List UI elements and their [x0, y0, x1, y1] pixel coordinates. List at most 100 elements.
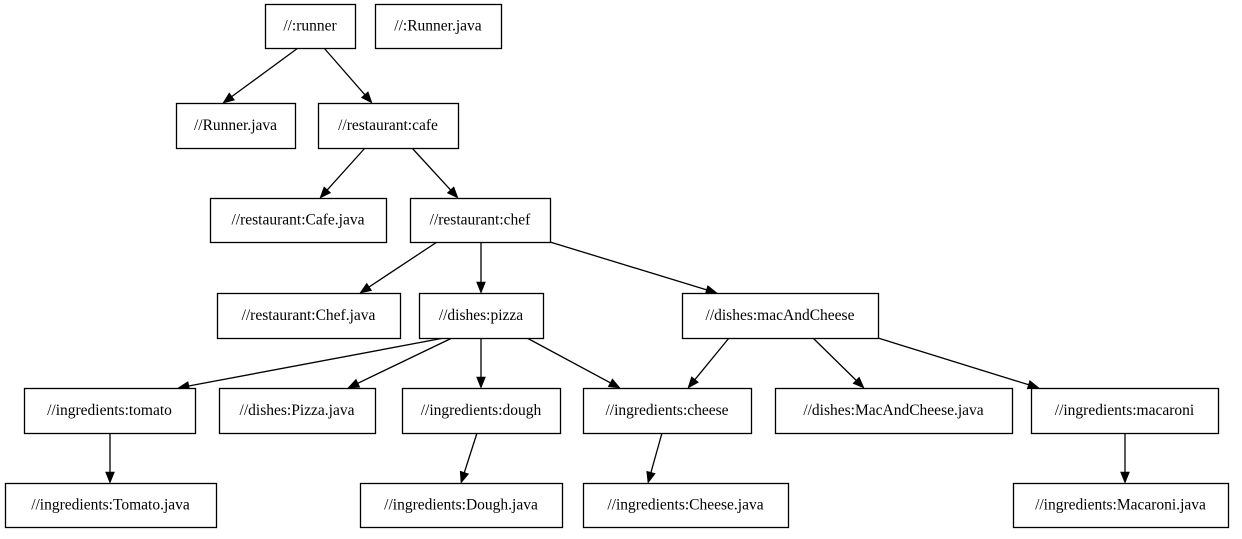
edge-ing_dough-to-ing_dough_java: [459, 432, 478, 484]
edge-line: [549, 241, 709, 291]
node-label: //:Runner.java: [394, 18, 482, 35]
node-box[interactable]: [4, 482, 218, 529]
node-ing_dough_java[interactable]: //ingredients:Dough.java: [359, 482, 564, 529]
node-box[interactable]: [175, 102, 297, 150]
edge-dishes_macandcheese-to-ing_cheese: [687, 337, 730, 389]
edge-ing_cheese-to-ing_cheese_java: [646, 432, 663, 484]
node-ing_tomato_java[interactable]: //ingredients:Tomato.java: [4, 482, 218, 529]
edge-restaurant_chef-to-dishes_pizza: [476, 242, 486, 294]
node-label: //ingredients:cheese: [605, 402, 728, 419]
edge-line: [230, 47, 299, 98]
node-box[interactable]: [582, 387, 753, 435]
edge-restaurant_cafe-to-restaurant_chef: [411, 147, 459, 199]
node-box[interactable]: [209, 197, 388, 244]
node-runner_java[interactable]: //Runner.java: [175, 102, 297, 150]
node-ing_macaroni_java[interactable]: //ingredients:Macaroni.java: [1012, 482, 1230, 529]
arrowhead-icon: [105, 471, 115, 484]
edge-line: [649, 432, 663, 475]
edge-line: [323, 47, 367, 97]
node-box[interactable]: [374, 3, 503, 50]
arrowhead-icon: [687, 376, 699, 389]
node-restaurant_cafe[interactable]: //restaurant:cafe: [317, 102, 460, 150]
node-layer: //:runner //:Runner.java //Runner.java //re…: [4, 3, 1230, 529]
edge-ing_macaroni-to-ing_macaroni_java: [1120, 433, 1130, 484]
node-label: //restaurant:cafe: [338, 117, 438, 134]
node-label: //ingredients:macaroni: [1055, 402, 1195, 419]
edge-line: [411, 147, 453, 192]
node-label: //dishes:MacAndCheese.java: [803, 402, 983, 419]
node-box[interactable]: [264, 3, 357, 50]
node-label: //restaurant:chef: [430, 212, 532, 229]
node-box[interactable]: [774, 387, 1014, 435]
node-box[interactable]: [317, 102, 460, 150]
edge-line: [812, 337, 858, 382]
node-runner_java_root[interactable]: //:Runner.java: [374, 3, 503, 50]
node-dishes_pizza[interactable]: //dishes:pizza: [418, 292, 545, 340]
edge-dishes_macandcheese-to-dishes_macandcheese_java: [812, 337, 865, 389]
node-box[interactable]: [23, 387, 197, 435]
node-label: //ingredients:dough: [421, 402, 542, 419]
node-box[interactable]: [1012, 482, 1230, 529]
edge-ing_tomato-to-ing_tomato_java: [105, 433, 115, 484]
edge-line: [463, 432, 478, 475]
arrowhead-icon: [446, 186, 459, 199]
node-dishes_pizza_java[interactable]: //dishes:Pizza.java: [218, 387, 377, 435]
node-label: //restaurant:Cafe.java: [232, 212, 365, 229]
edge-restaurant_cafe-to-restaurant_cafe_java: [319, 147, 366, 199]
arrowhead-icon: [1120, 471, 1130, 484]
node-label: //ingredients:tomato: [47, 402, 172, 419]
arrowhead-icon: [319, 186, 332, 199]
arrowhead-icon: [852, 376, 865, 389]
edge-line: [325, 147, 366, 192]
edge-runner_target-to-restaurant_cafe: [323, 47, 373, 104]
node-label: //dishes:pizza: [439, 307, 523, 324]
node-ing_tomato[interactable]: //ingredients:tomato: [23, 387, 197, 435]
node-box[interactable]: [359, 482, 564, 529]
arrowhead-icon: [607, 378, 621, 389]
node-dishes_macandcheese_java[interactable]: //dishes:MacAndCheese.java: [774, 387, 1014, 435]
node-box[interactable]: [216, 292, 402, 340]
node-restaurant_chef[interactable]: //restaurant:chef: [409, 197, 552, 244]
node-box[interactable]: [409, 197, 552, 244]
edge-dishes_pizza-to-ing_dough: [476, 338, 486, 389]
arrowhead-icon: [222, 92, 235, 104]
node-ing_cheese[interactable]: //ingredients:cheese: [582, 387, 753, 435]
edge-restaurant_chef-to-restaurant_chef_java: [359, 241, 438, 294]
node-ing_dough[interactable]: //ingredients:dough: [401, 387, 562, 435]
node-dishes_macandcheese[interactable]: //dishes:macAndCheese: [681, 292, 880, 340]
arrowhead-icon: [476, 376, 486, 389]
node-ing_cheese_java[interactable]: //ingredients:Cheese.java: [582, 482, 790, 529]
arrowhead-icon: [646, 470, 656, 484]
node-label: //Runner.java: [194, 117, 277, 134]
arrowhead-icon: [476, 281, 486, 294]
node-box[interactable]: [1030, 387, 1220, 435]
node-runner_target[interactable]: //:runner: [264, 3, 357, 50]
node-label: //ingredients:Cheese.java: [607, 497, 763, 514]
node-label: //ingredients:Dough.java: [384, 497, 538, 514]
node-box[interactable]: [401, 387, 562, 435]
arrowhead-icon: [359, 282, 373, 294]
edge-line: [367, 241, 438, 289]
edge-layer: [105, 47, 1130, 484]
node-box[interactable]: [218, 387, 377, 435]
node-label: //ingredients:Tomato.java: [31, 497, 190, 514]
arrowhead-icon: [347, 378, 361, 389]
edge-line: [877, 337, 1031, 386]
edge-line: [187, 337, 445, 387]
node-restaurant_cafe_java[interactable]: //restaurant:Cafe.java: [209, 197, 388, 244]
node-ing_macaroni[interactable]: //ingredients:macaroni: [1030, 387, 1220, 435]
node-label: //restaurant:Chef.java: [242, 307, 376, 324]
arrowhead-icon: [360, 91, 373, 104]
node-box[interactable]: [418, 292, 545, 340]
edge-dishes_pizza-to-ing_cheese: [526, 337, 621, 389]
node-box[interactable]: [582, 482, 790, 529]
node-box[interactable]: [681, 292, 880, 340]
node-restaurant_chef_java[interactable]: //restaurant:Chef.java: [216, 292, 402, 340]
node-label: //dishes:Pizza.java: [240, 402, 355, 419]
edge-line: [356, 337, 453, 385]
edge-dishes_pizza-to-dishes_pizza_java: [347, 337, 453, 389]
node-label: //dishes:macAndCheese: [706, 307, 855, 324]
edge-line: [693, 337, 730, 382]
